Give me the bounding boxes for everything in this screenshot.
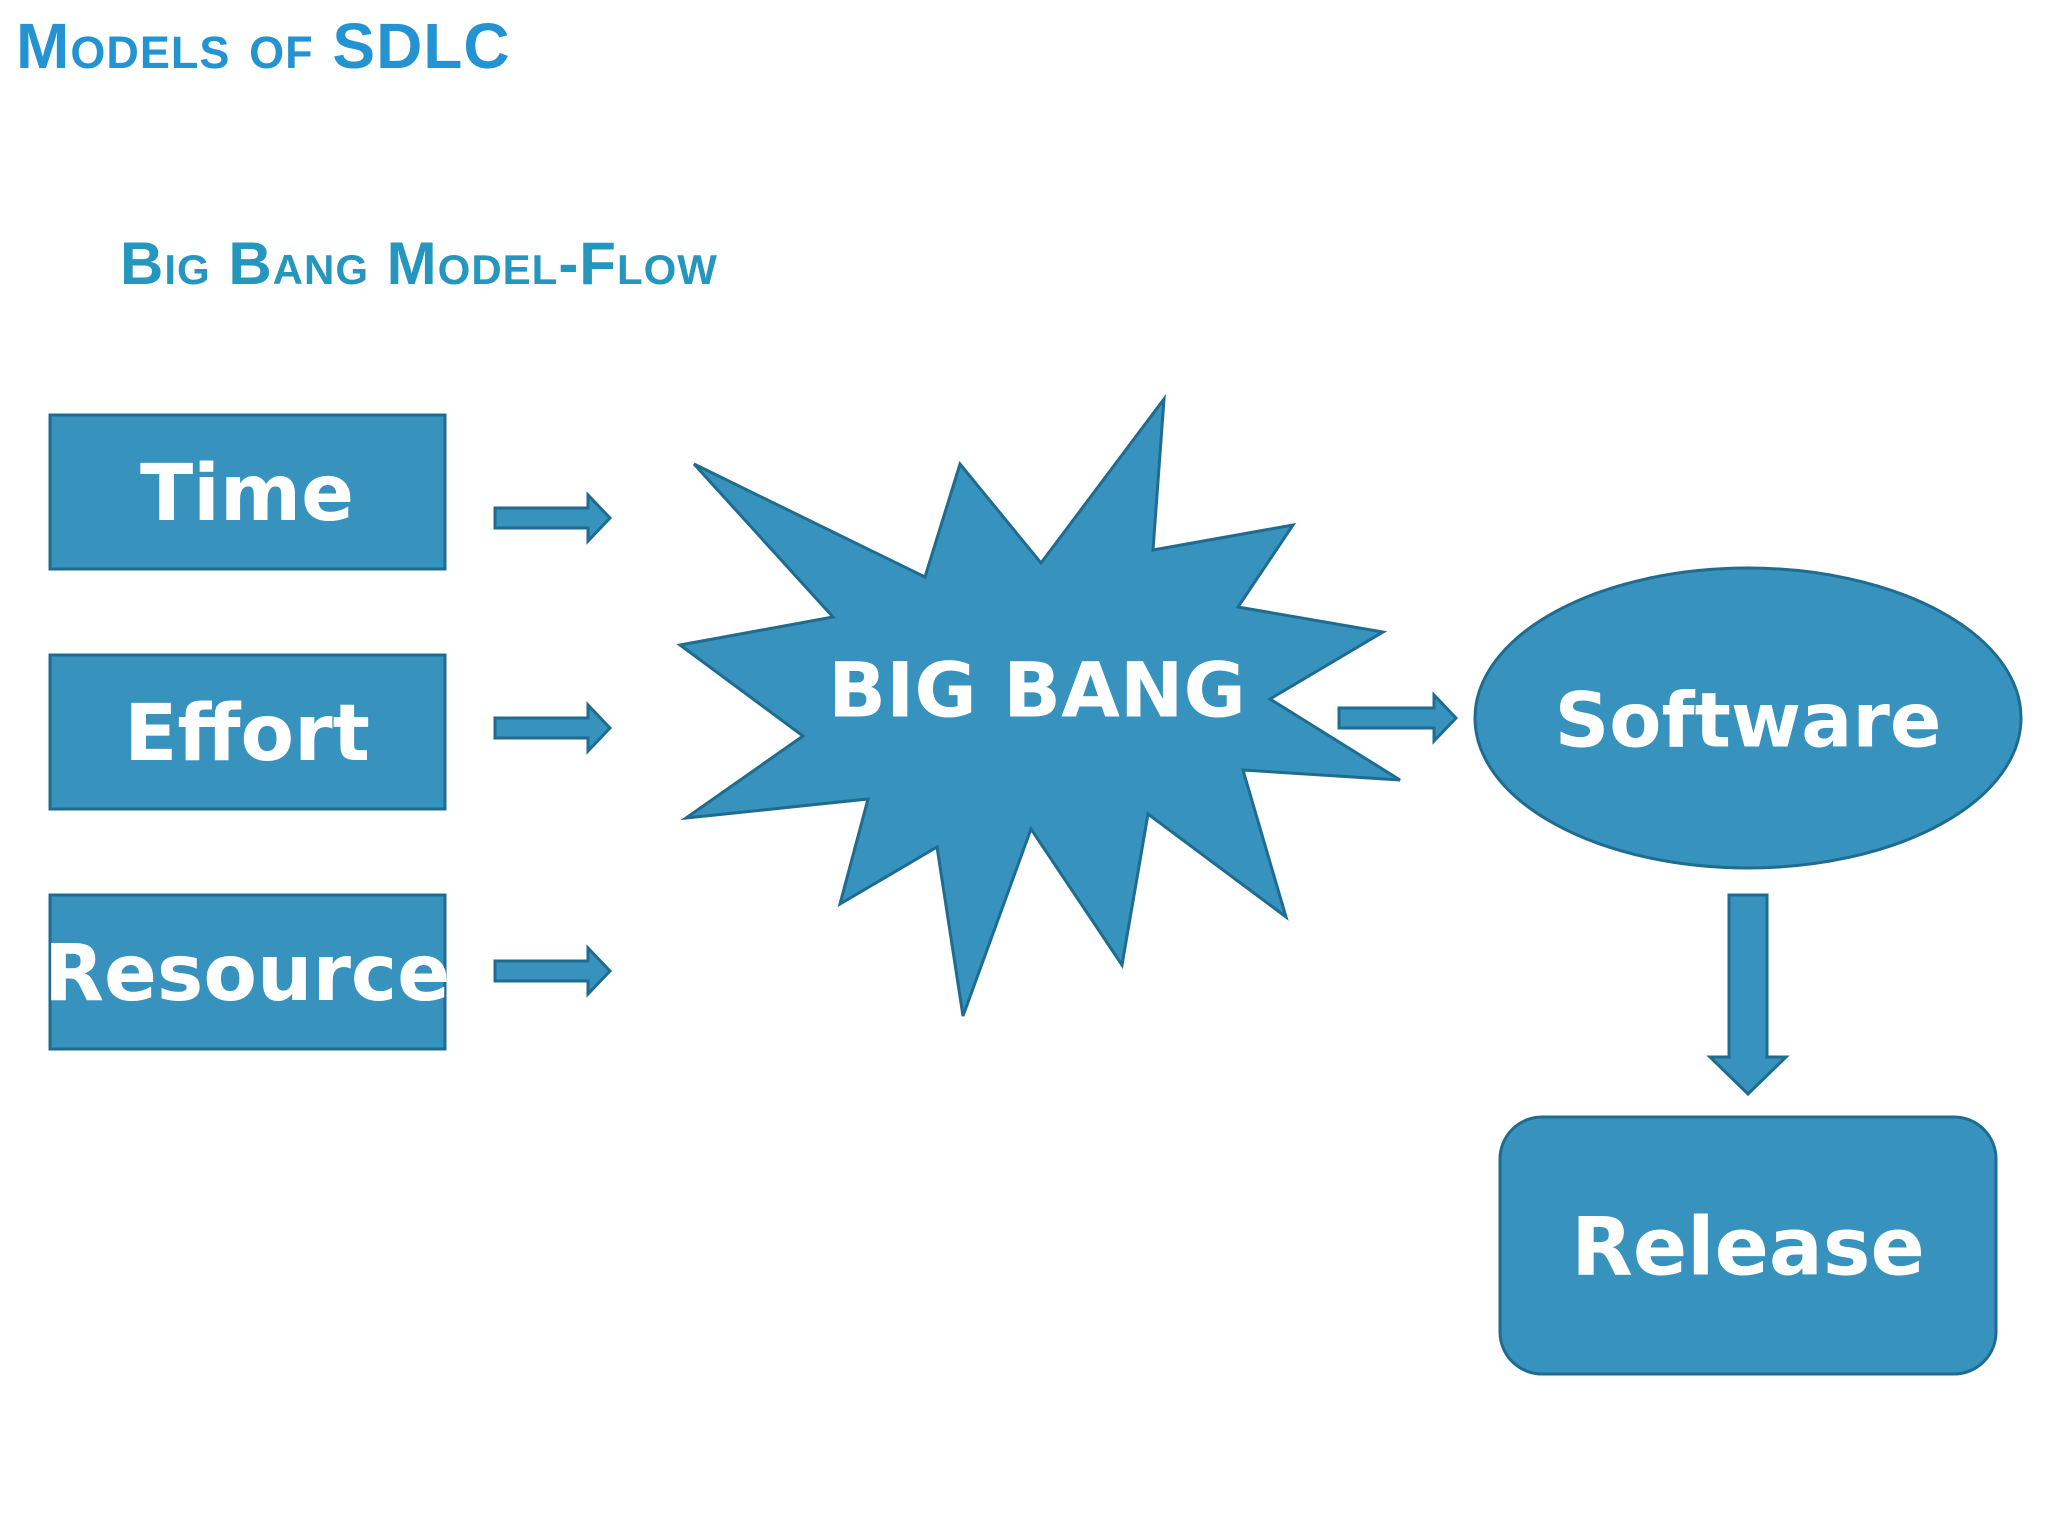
arrow-effort-icon [493, 701, 613, 755]
release-label: Release [1571, 1201, 1924, 1294]
page-title: Models of SDLC [16, 10, 511, 82]
big-bang-burst: BIG BANG [676, 394, 1401, 1017]
input-box-effort: Effort [48, 653, 447, 811]
input-label-resource: Resource [44, 929, 450, 1019]
starburst-icon [676, 394, 1401, 1017]
input-label-time: Time [140, 449, 354, 539]
section-title: Big Bang Model-Flow [120, 230, 718, 297]
input-box-resource: Resource [44, 893, 450, 1051]
arrow-to-software-icon [1337, 691, 1459, 745]
big-bang-label: BIG BANG [828, 646, 1246, 735]
input-box-time: Time [48, 413, 447, 571]
software-node: Software [1473, 566, 2023, 870]
arrow-to-release-icon [1706, 893, 1790, 1097]
software-label: Software [1555, 676, 1942, 765]
input-label-effort: Effort [124, 689, 370, 779]
arrow-time-icon [493, 491, 613, 545]
release-node: Release [1498, 1115, 1998, 1376]
arrow-resource-icon [493, 944, 613, 998]
